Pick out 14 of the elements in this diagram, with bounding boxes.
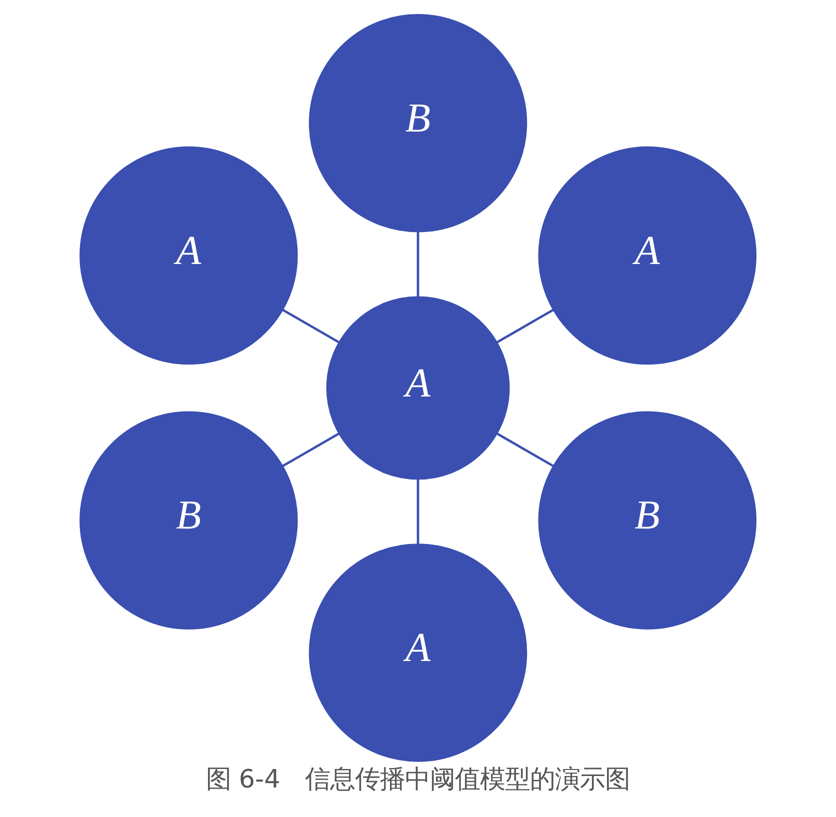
node-circle: A	[80, 146, 298, 365]
caption: 图 6-4 信息传播中阈值模型的演示图	[206, 764, 630, 794]
connector	[496, 432, 554, 468]
node-circle: B	[308, 14, 528, 232]
node-circle: B	[80, 411, 298, 630]
node-circle: B	[538, 411, 756, 630]
node-circle: A	[326, 296, 510, 480]
connector	[496, 308, 554, 344]
node-circle: A	[538, 146, 756, 365]
connector	[416, 232, 420, 297]
node-circle: A	[308, 544, 528, 762]
connector	[282, 308, 340, 344]
connector	[416, 479, 420, 544]
connector	[282, 432, 340, 468]
